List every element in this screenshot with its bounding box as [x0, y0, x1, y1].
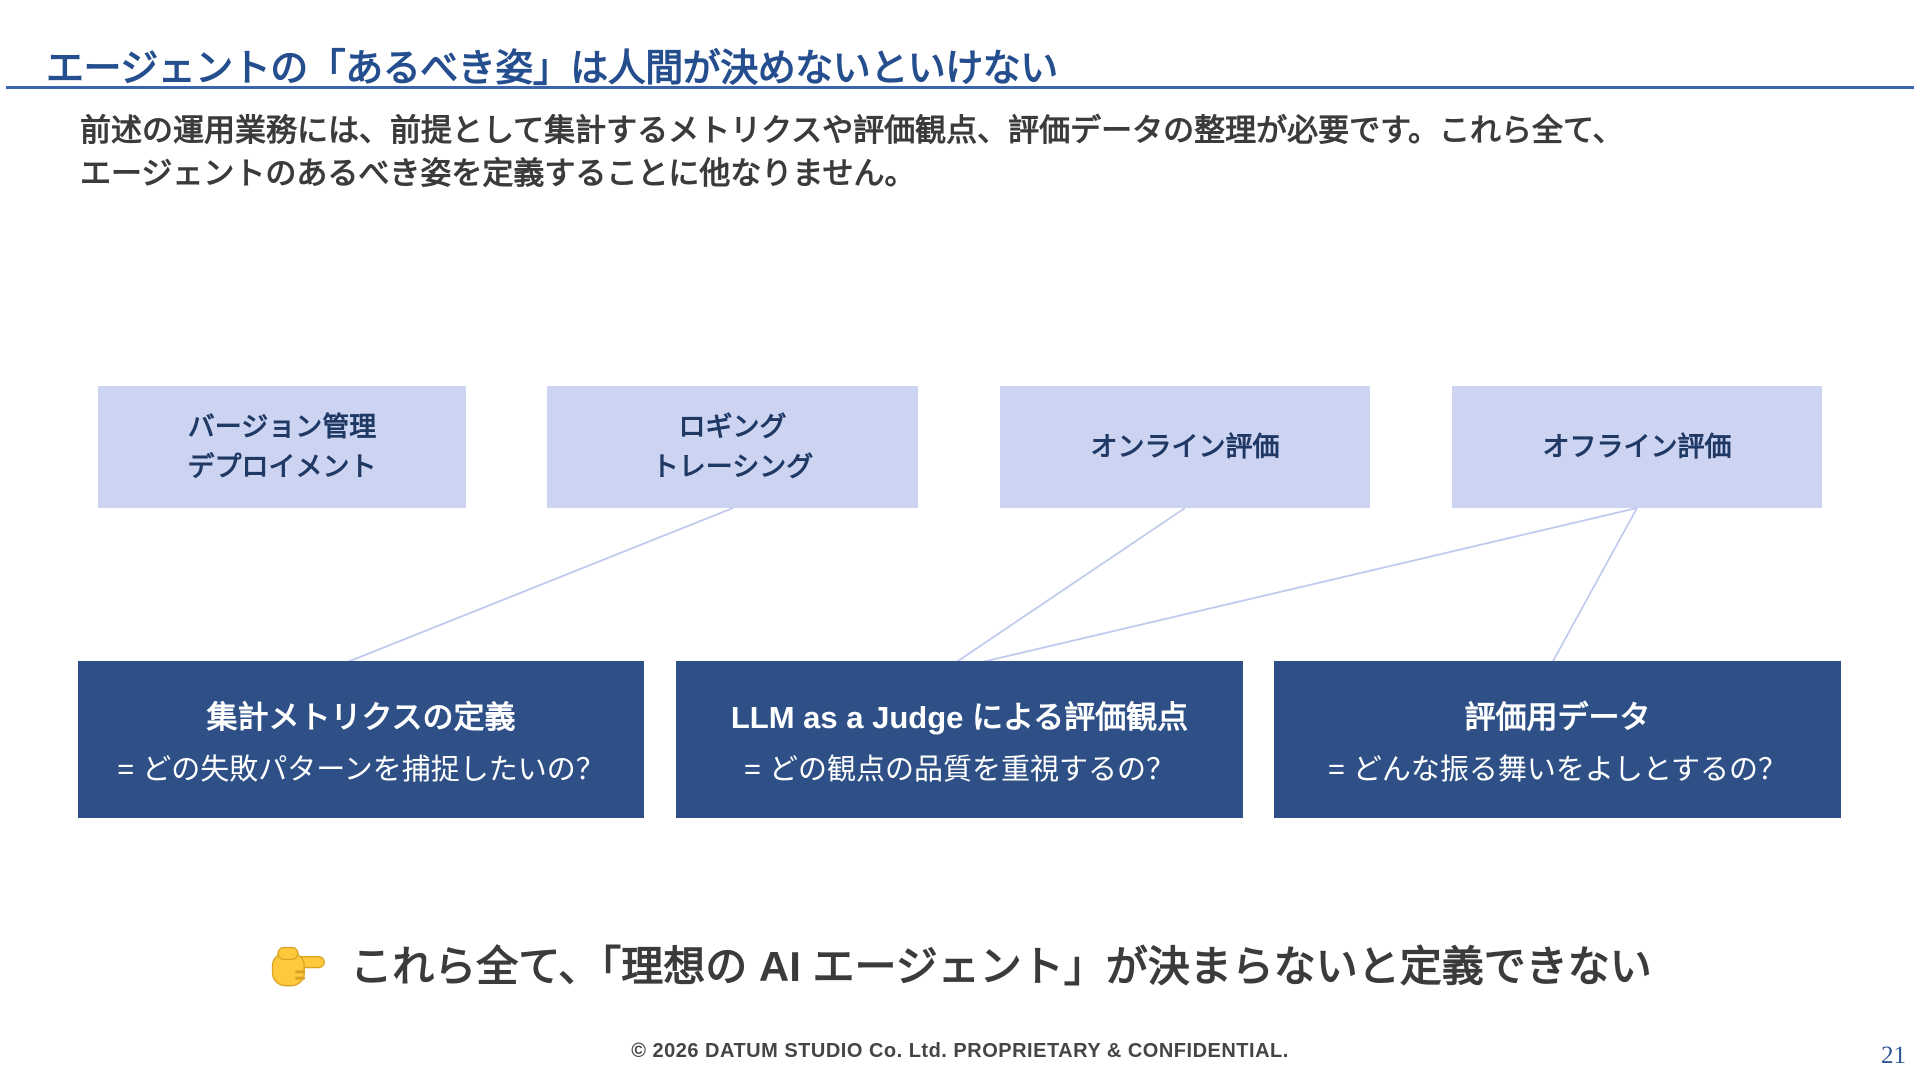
ops-box-label: オフライン評価: [1542, 431, 1732, 462]
footer-copyright: © 2026 DATUM STUDIO Co. Ltd. PROPRIETARY…: [631, 1040, 1289, 1062]
page-number: 21: [1881, 1042, 1906, 1069]
title-divider: [6, 86, 1914, 89]
conclusion-row: これら全て、「理想の AI エージェント」が決まらないと定義できない: [0, 928, 1920, 998]
definition-title: 評価用データ: [1464, 699, 1651, 735]
connector-line: [344, 507, 734, 664]
ops-box-online-eval: オンライン評価: [1000, 386, 1370, 508]
body-paragraph: 前述の運用業務には、前提として集計するメトリクスや評価観点、評価データの整理が必…: [80, 110, 1880, 196]
definition-box-llm-judge: LLM as a Judge による評価観点 = どの観点の品質を重視するの？: [676, 661, 1243, 818]
ops-box-label: デプロイメント: [187, 452, 377, 482]
ops-box-label: バージョン管理: [187, 411, 377, 442]
definition-subtitle: = どの失敗パターンを捕捉したいの？: [117, 753, 605, 786]
definition-box-metrics: 集計メトリクスの定義 = どの失敗パターンを捕捉したいの？: [78, 661, 644, 818]
ops-box-label: ロギング: [678, 411, 787, 442]
conclusion-text: これら全て、「理想の AI エージェント」が決まらないと定義できない: [350, 942, 1652, 990]
body-line-1: 前述の運用業務には、前提として集計するメトリクスや評価観点、評価データの整理が必…: [80, 113, 1624, 148]
ops-box-label: オンライン評価: [1090, 431, 1280, 462]
ops-box-logging-tracing: ロギング トレーシング: [547, 386, 918, 508]
pointing-finger-icon: [272, 946, 326, 987]
definition-subtitle: = どの観点の品質を重視するの？: [744, 753, 1175, 786]
definition-title: LLM as a Judge による評価観点: [730, 699, 1189, 735]
definition-box-eval-data: 評価用データ = どんな振る舞いをよしとするの？: [1274, 661, 1841, 818]
connector-line: [954, 507, 1186, 664]
page-title: エージェントの「あるべき姿」は人間が決めないといけない: [46, 48, 1058, 91]
definition-title: 集計メトリクスの定義: [206, 699, 516, 735]
connector-line: [1551, 507, 1638, 664]
ops-box-version-deployment: バージョン管理 デプロイメント: [98, 386, 466, 508]
body-line-2: エージェントのあるべき姿を定義することに他なりません。: [80, 155, 916, 191]
ops-box-label: トレーシング: [651, 452, 814, 482]
definition-subtitle: = どんな振る舞いをよしとするの？: [1327, 753, 1788, 786]
connector-line: [977, 507, 1638, 664]
ops-box-offline-eval: オフライン評価: [1452, 386, 1822, 508]
